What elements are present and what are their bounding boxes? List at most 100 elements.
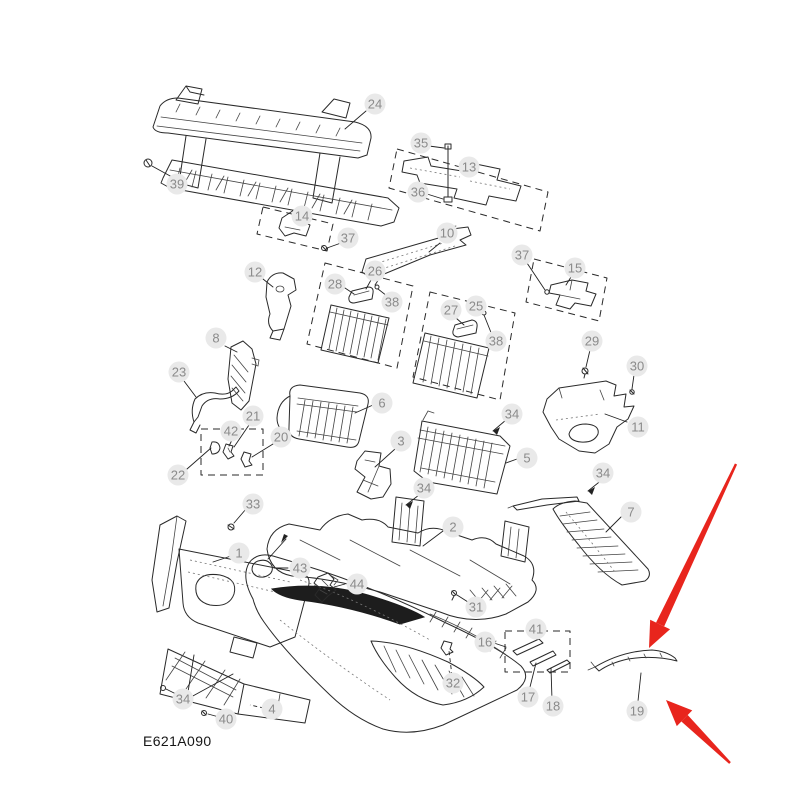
part-callout-5[interactable]: 5	[516, 447, 538, 469]
svg-text:18: 18	[546, 699, 560, 714]
part-callout-34[interactable]: 34	[172, 688, 194, 710]
red-annotation-arrows	[649, 463, 738, 764]
part-callout-21[interactable]: 21	[242, 405, 264, 427]
svg-text:13: 13	[462, 160, 476, 175]
clip-44-icon	[313, 572, 339, 603]
svg-text:19: 19	[630, 704, 644, 719]
part-callout-32[interactable]: 32	[442, 672, 464, 694]
part-callout-37[interactable]: 37	[337, 227, 359, 249]
screw-30-icon	[629, 389, 635, 395]
part-callout-42[interactable]: 42	[220, 420, 242, 442]
svg-text:5: 5	[523, 451, 530, 466]
svg-text:38: 38	[489, 334, 503, 349]
svg-text:28: 28	[328, 277, 342, 292]
part-callout-16[interactable]: 16	[474, 631, 496, 653]
diagram-code-label: E621A090	[143, 733, 212, 749]
part-callout-33[interactable]: 33	[242, 493, 264, 515]
part-callout-23[interactable]: 23	[168, 361, 190, 383]
svg-text:2: 2	[449, 520, 456, 535]
svg-text:25: 25	[469, 299, 483, 314]
part-callout-6[interactable]: 6	[371, 392, 393, 414]
part-callout-38[interactable]: 38	[381, 291, 403, 313]
part-callout-40[interactable]: 40	[215, 708, 237, 730]
svg-text:31: 31	[469, 600, 483, 615]
part-callout-3[interactable]: 3	[390, 430, 412, 452]
part-callout-14[interactable]: 14	[291, 205, 313, 227]
svg-text:44: 44	[350, 577, 364, 592]
leader-lines	[151, 110, 642, 718]
part-callout-8[interactable]: 8	[205, 327, 227, 349]
svg-text:33: 33	[246, 497, 260, 512]
part-callout-34[interactable]: 34	[592, 462, 614, 484]
svg-text:27: 27	[444, 303, 458, 318]
red-arrow-lower	[666, 700, 731, 764]
svg-text:37: 37	[515, 248, 529, 263]
part-callout-28[interactable]: 28	[324, 273, 346, 295]
screw-33-icon	[227, 523, 235, 531]
svg-text:34: 34	[176, 692, 190, 707]
svg-text:4: 4	[268, 702, 275, 717]
part-callout-15[interactable]: 15	[564, 257, 586, 279]
part-callout-17[interactable]: 17	[517, 686, 539, 708]
part-callout-7[interactable]: 7	[620, 501, 642, 523]
bolt-39-icon	[143, 158, 153, 168]
part-1-upper-panel	[151, 515, 426, 659]
part-callout-34[interactable]: 34	[501, 403, 523, 425]
svg-text:12: 12	[248, 265, 262, 280]
part-callout-34[interactable]: 34	[413, 477, 435, 499]
part-24-bumper-reinforcement	[152, 85, 400, 227]
part-callout-43[interactable]: 43	[289, 557, 311, 579]
part-callout-39[interactable]: 39	[166, 173, 188, 195]
part-callout-22[interactable]: 22	[167, 464, 189, 486]
part-callout-27[interactable]: 27	[440, 299, 462, 321]
part-callout-29[interactable]: 29	[581, 330, 603, 352]
part-callout-10[interactable]: 10	[436, 222, 458, 244]
svg-text:34: 34	[596, 466, 610, 481]
part-callout-44[interactable]: 44	[346, 573, 368, 595]
part-callout-41[interactable]: 41	[525, 618, 547, 640]
part-callout-26[interactable]: 26	[364, 260, 386, 282]
part-callout-25[interactable]: 25	[465, 295, 487, 317]
svg-text:24: 24	[368, 97, 382, 112]
svg-text:41: 41	[529, 622, 543, 637]
part-callout-13[interactable]: 13	[458, 156, 480, 178]
part-callout-12[interactable]: 12	[244, 261, 266, 283]
part-3-center-bracket	[354, 450, 392, 500]
svg-text:8: 8	[212, 331, 219, 346]
part-callout-36[interactable]: 36	[407, 181, 429, 203]
svg-text:26: 26	[368, 264, 382, 279]
svg-text:43: 43	[293, 561, 307, 576]
part-callout-24[interactable]: 24	[364, 93, 386, 115]
svg-text:22: 22	[171, 468, 185, 483]
part-callout-38[interactable]: 38	[485, 330, 507, 352]
part-5-grille	[413, 410, 511, 495]
part-callout-4[interactable]: 4	[261, 698, 283, 720]
part-callout-2[interactable]: 2	[442, 516, 464, 538]
svg-text:32: 32	[446, 676, 460, 691]
part-callout-31[interactable]: 31	[465, 596, 487, 618]
svg-text:16: 16	[478, 635, 492, 650]
clip-43-icon	[251, 534, 288, 578]
svg-text:38: 38	[385, 295, 399, 310]
part-8-side-panel	[227, 340, 260, 411]
part-19-moulding-strip	[587, 649, 678, 672]
part-11-headlamp-bracket	[542, 380, 635, 454]
svg-text:36: 36	[411, 185, 425, 200]
svg-text:11: 11	[631, 420, 645, 435]
part-callout-35[interactable]: 35	[410, 132, 432, 154]
part-callout-30[interactable]: 30	[626, 355, 648, 377]
svg-text:3: 3	[397, 434, 404, 449]
part-callout-1[interactable]: 1	[228, 542, 250, 564]
grille-assembly-box-a	[306, 262, 414, 369]
svg-text:42: 42	[224, 424, 238, 439]
part-callout-37[interactable]: 37	[511, 244, 533, 266]
part-callout-11[interactable]: 11	[627, 416, 649, 438]
part-callout-18[interactable]: 18	[542, 695, 564, 717]
part-callout-20[interactable]: 20	[270, 426, 292, 448]
screw-31-icon	[451, 590, 457, 601]
svg-text:6: 6	[378, 396, 385, 411]
svg-text:35: 35	[414, 136, 428, 151]
part-callout-19[interactable]: 19	[626, 700, 648, 722]
